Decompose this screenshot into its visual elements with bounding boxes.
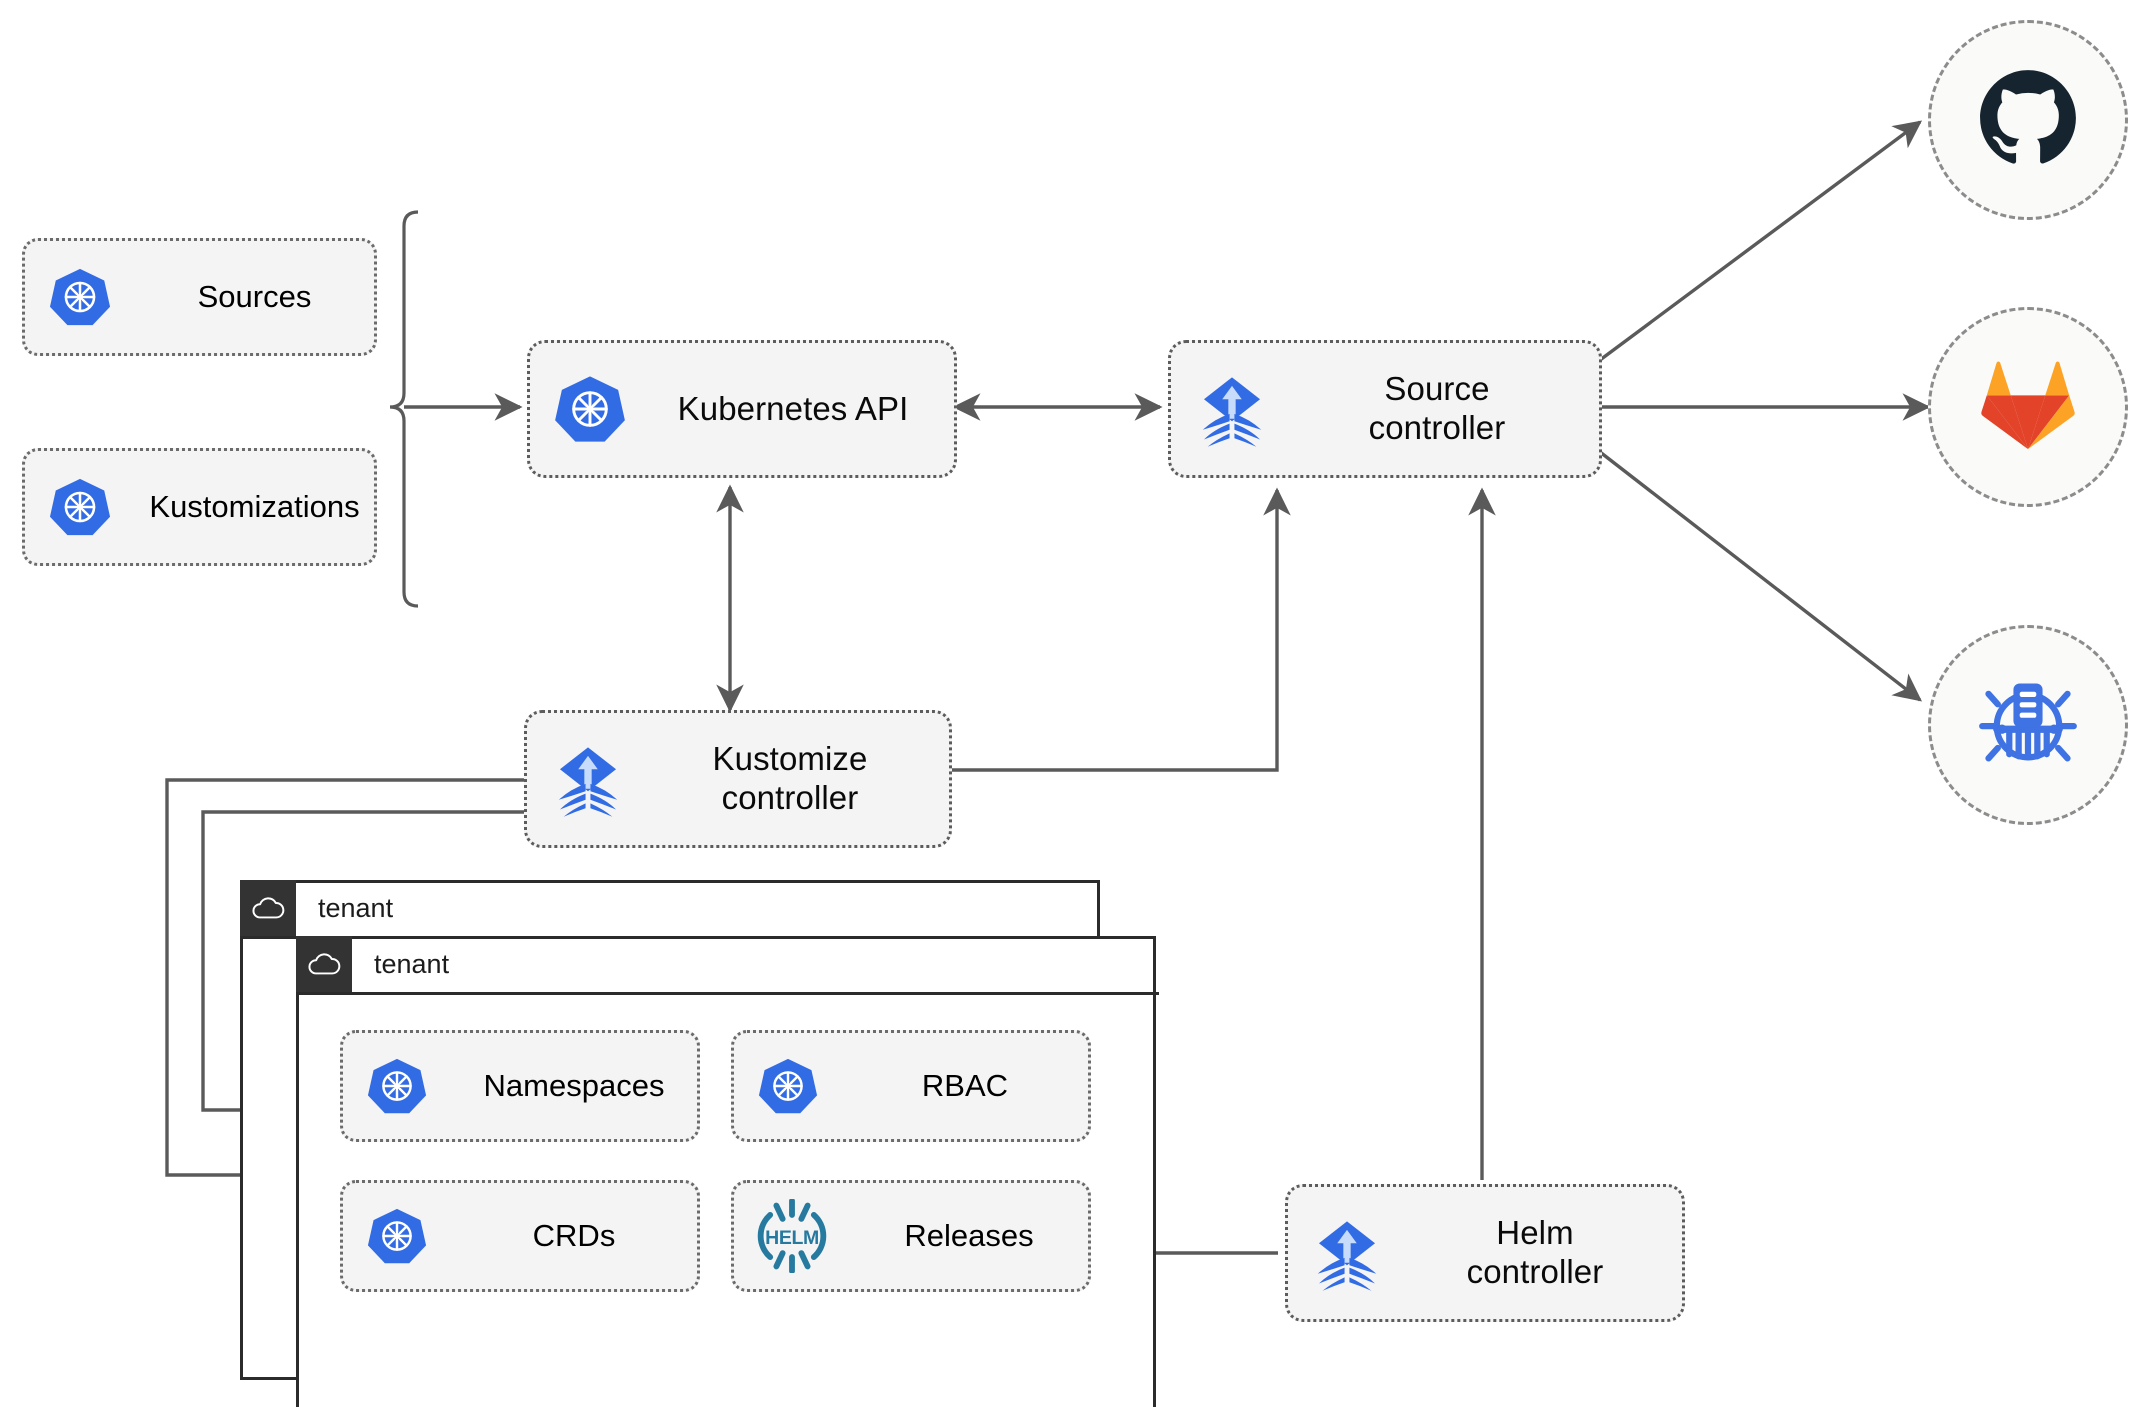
chip-label: CRDs: [532, 1218, 616, 1253]
tenant-titlebar: tenant: [240, 880, 1103, 936]
circle-gitlab[interactable]: [1928, 307, 2128, 507]
node-label: Kustomize controller: [712, 740, 868, 816]
gitlab-icon: [1980, 359, 2076, 456]
tenant-label: tenant: [374, 948, 450, 979]
tenant-titlebar: tenant: [296, 936, 1159, 992]
kubernetes-icon: [734, 1056, 842, 1116]
chip-label: Kustomizations: [149, 489, 360, 524]
chip-rbac[interactable]: RBAC: [731, 1030, 1091, 1142]
tenant-label: tenant: [318, 892, 394, 923]
cloud-icon: [296, 936, 352, 992]
chip-kustomizations[interactable]: Kustomizations: [22, 448, 377, 566]
chip-label: Sources: [197, 279, 312, 314]
flux-icon: [1171, 370, 1293, 448]
tenant-window-front[interactable]: tenant: [296, 936, 1159, 1407]
flux-icon: [1288, 1214, 1406, 1292]
node-label: Kubernetes API: [677, 389, 909, 427]
kubernetes-icon: [343, 1206, 451, 1266]
bucket-icon: [1976, 671, 2080, 780]
node-helm-controller[interactable]: Helm controller: [1285, 1184, 1685, 1322]
kubernetes-icon: [343, 1056, 451, 1116]
github-icon: [1978, 68, 2078, 173]
chip-crds[interactable]: CRDs: [340, 1180, 700, 1292]
circle-helm-repository[interactable]: [1928, 625, 2128, 825]
kubernetes-icon: [25, 266, 135, 328]
chip-releases[interactable]: HELM Releases: [731, 1180, 1091, 1292]
node-kustomize-controller[interactable]: Kustomize controller: [524, 710, 952, 848]
chip-sources[interactable]: Sources: [22, 238, 377, 356]
chip-label: RBAC: [921, 1068, 1009, 1103]
circle-github[interactable]: [1928, 20, 2128, 220]
flux-icon: [527, 740, 649, 818]
cloud-icon: [240, 880, 296, 936]
kubernetes-icon: [530, 373, 650, 445]
node-label: Source controller: [1368, 370, 1506, 446]
chip-label: Namespaces: [483, 1068, 665, 1103]
chip-label: Releases: [904, 1218, 1034, 1253]
helm-icon: HELM: [734, 1199, 850, 1273]
node-label: Helm controller: [1466, 1214, 1604, 1290]
node-kubernetes-api[interactable]: Kubernetes API: [527, 340, 957, 478]
node-source-controller[interactable]: Source controller: [1168, 340, 1602, 478]
svg-text:HELM: HELM: [765, 1227, 819, 1249]
kubernetes-icon: [25, 476, 135, 538]
chip-namespaces[interactable]: Namespaces: [340, 1030, 700, 1142]
